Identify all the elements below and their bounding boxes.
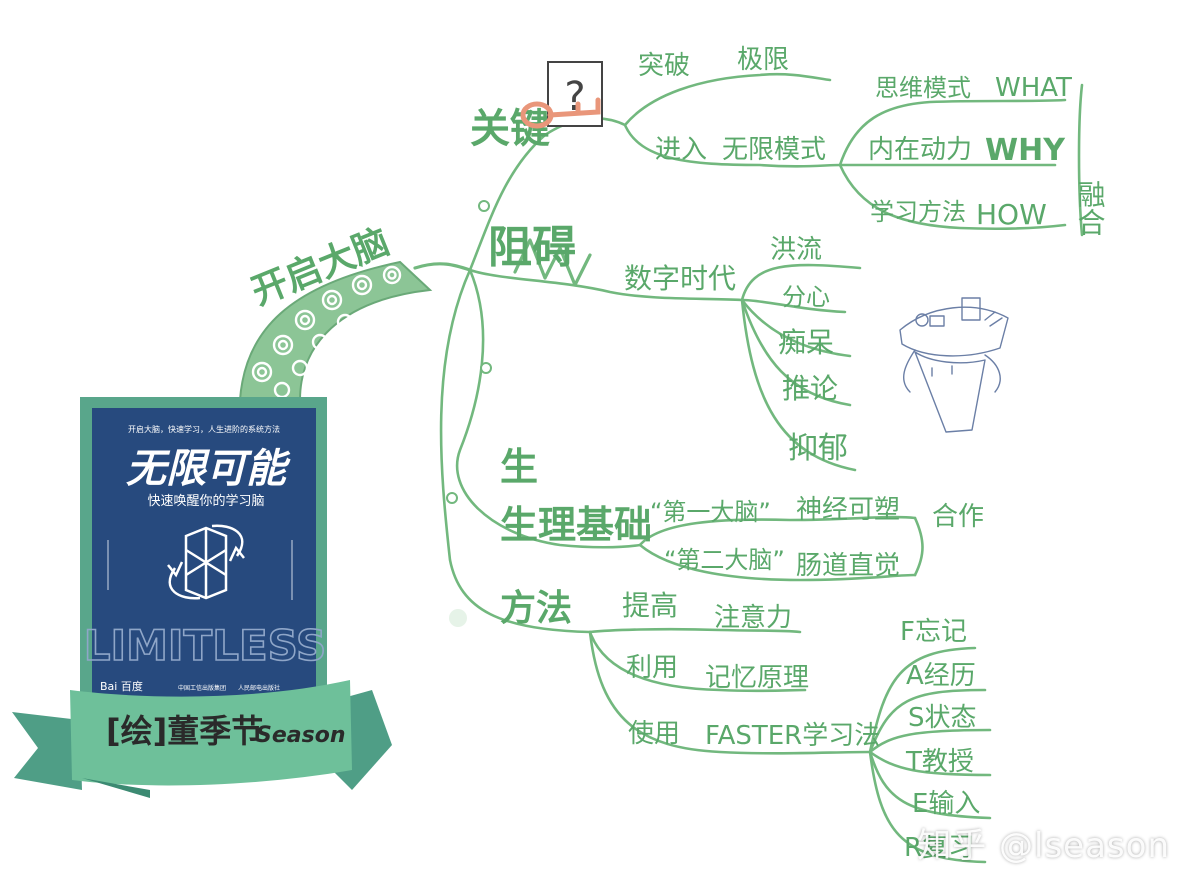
method-label: 方法 [500,588,572,629]
mode-motivation: 内在动力 [868,135,972,165]
obstacle-label: 阻碍 [488,222,576,273]
obstacle-item-deduction: 推论 [782,372,838,405]
faster-f: F忘记 [900,617,967,647]
watermark: 知乎 @lseason [917,826,1170,866]
author-signature: Season [256,723,345,748]
key-item-limit: 极限 [737,45,789,75]
obstacle-item-dementia: 痴呆 [778,326,834,359]
faster-a: A经历 [906,661,976,691]
key-icon [520,97,601,129]
branch-lines [413,72,1084,864]
key-merge: 融合 [1074,180,1107,236]
faster-r: R复习 [904,833,974,863]
book-title: 无限可能 [126,446,291,492]
mode-method: 学习方法 [870,198,966,226]
mode-thinking-en: WHAT [995,73,1072,103]
book-subtitle: 快速唤醒你的学习脑 [147,493,264,509]
trunk [238,260,433,401]
obstacle-item-depression: 抑郁 [788,431,848,466]
author-name: [绘]董季节 [106,712,263,750]
physio-gut-intuition: 肠道直觉 [796,551,900,581]
book-publisher-2: 人民邮电出版社 [238,684,280,692]
physio-label: 生理基础 [500,503,652,547]
faster-s: S状态 [908,703,977,733]
faster-e: E输入 [912,789,980,819]
book-en-title: LIMITLESS [84,621,327,670]
physio-first-brain: “第一大脑” [650,498,771,526]
method-attention: 注意力 [714,603,792,633]
stressed-person-doodle-icon [899,297,1009,433]
method-memory-principle: 记忆原理 [705,663,809,693]
physio-merge: 合作 [932,502,984,532]
physio-label-1: 生 [500,445,538,489]
book-publisher-logo: Bai 百度 [100,679,143,693]
mode-thinking: 思维模式 [875,74,971,102]
book-cover: 开启大脑，快速学习，人生进阶的系统方法 无限可能 快速唤醒你的学习脑 LIMIT… [80,397,327,715]
obstacle-zigzag [513,238,592,287]
mode-method-en: HOW [976,198,1047,231]
physio-second-brain: “第二大脑” [664,546,785,574]
book-publisher-1: 中国工信出版集团 [178,684,226,692]
obstacle-digital-age: 数字时代 [624,262,736,295]
physio-neuroplasticity: 神经可塑 [796,495,900,525]
key-item-limitless-mode: 无限模式 [722,135,826,165]
key-label: 关键 [470,106,550,152]
key-item-breakthrough: 突破 [638,51,690,81]
method-improve: 提高 [622,589,678,622]
mode-motivation-en: WHY [985,133,1066,168]
obstacle-item-distraction: 分心 [782,283,830,311]
faster-t: T教授 [905,747,974,777]
author-ribbon: [绘]董季节 Season [12,680,392,798]
method-use: 利用 [626,653,678,683]
book-logo-mark-icon [167,524,245,600]
obstacle-item-flood: 洪流 [770,235,822,265]
key-item-enter: 进入 [655,135,707,165]
book-top-line: 开启大脑，快速学习，人生进阶的系统方法 [128,424,280,434]
method-apply: 使用 [628,719,680,749]
method-faster: FASTER学习法 [705,721,880,751]
